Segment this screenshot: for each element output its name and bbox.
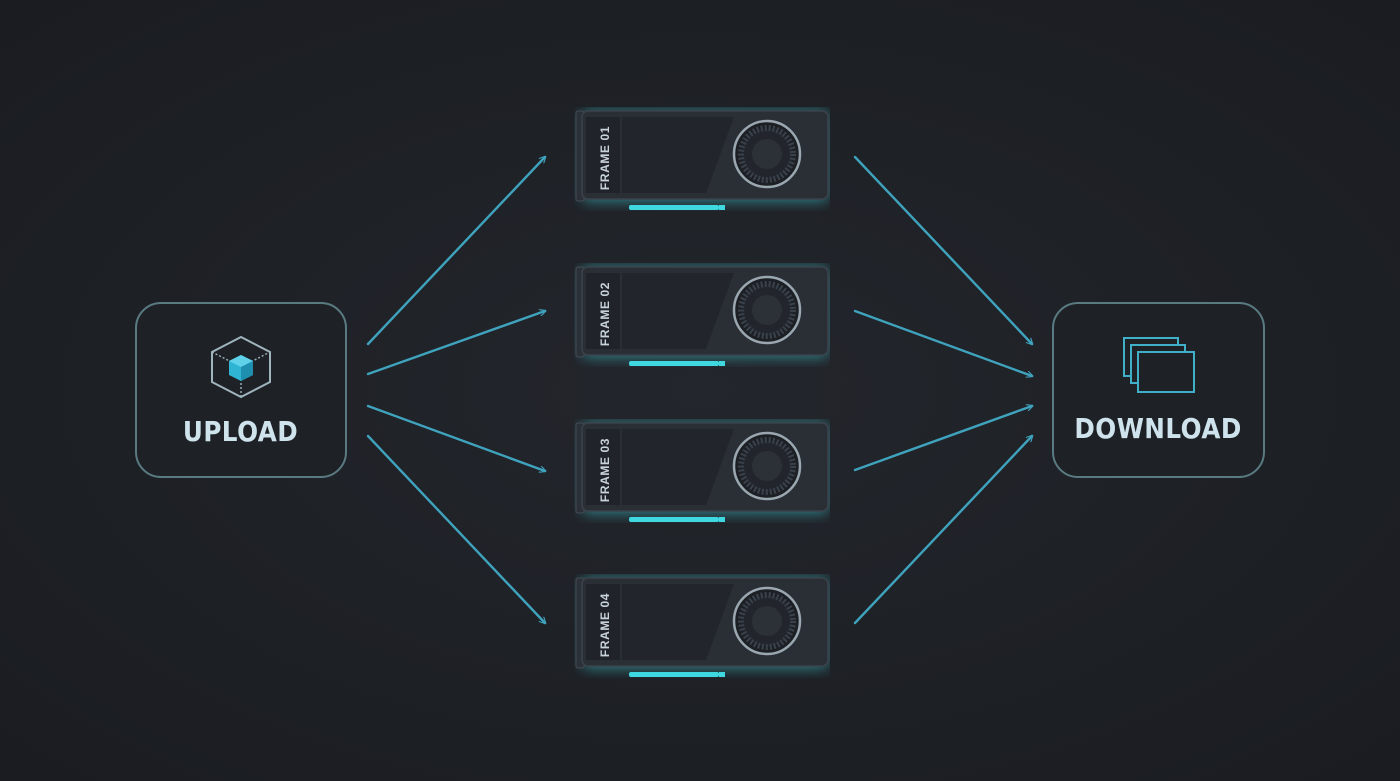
frame-label: FRAME 04 [598, 592, 612, 658]
upload-box[interactable]: UPLOAD [135, 302, 347, 478]
arrow-upload-to-frame-04 [366, 434, 545, 623]
frame-card-03: FRAME 03 [574, 419, 830, 523]
frame-label: FRAME 01 [598, 125, 612, 191]
stacked-frames-icon [1122, 336, 1195, 393]
arrow-frame-04-to-download [853, 436, 1032, 625]
upload-label: UPLOAD [183, 414, 299, 448]
arrow-upload-to-frame-02 [366, 311, 545, 376]
gpu-card-icon [575, 110, 829, 210]
cube-icon [211, 335, 271, 398]
download-box[interactable]: DOWNLOAD [1052, 302, 1265, 478]
arrow-frame-02-to-download [853, 309, 1032, 376]
gpu-card-icon [575, 577, 829, 677]
frame-card-02: FRAME 02 [574, 263, 830, 367]
arrow-upload-to-frame-03 [366, 404, 545, 471]
frame-card-04: FRAME 04 [574, 574, 830, 678]
arrow-frame-01-to-download [853, 155, 1032, 344]
frame-label: FRAME 03 [598, 437, 612, 503]
gpu-card-icon [575, 266, 829, 366]
gpu-card-icon [575, 422, 829, 522]
download-label: DOWNLOAD [1074, 411, 1243, 445]
arrow-frame-03-to-download [853, 406, 1032, 472]
frame-label: FRAME 02 [598, 281, 612, 347]
frame-card-01: FRAME 01 [574, 107, 830, 211]
arrow-upload-to-frame-01 [366, 157, 545, 346]
